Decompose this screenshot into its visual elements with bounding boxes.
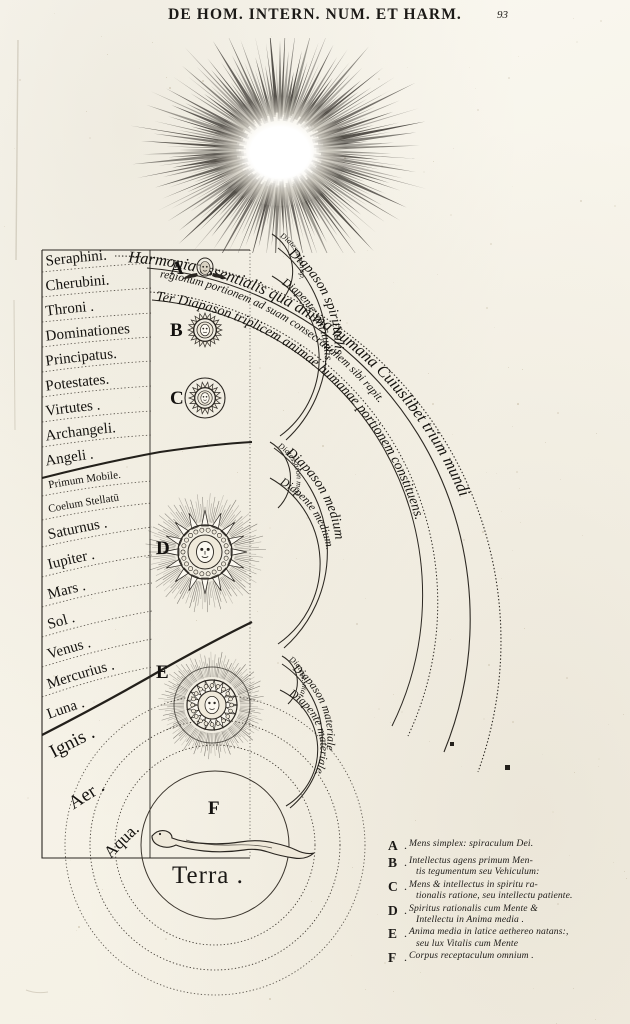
region-letter-f: F [208, 798, 220, 820]
legend-item: D . Spiritus rationalis cum Mente & Inte… [388, 903, 628, 926]
legend-key: D [388, 903, 404, 926]
legend: A . Mens simplex: spiraculum Dei. B . In… [388, 838, 628, 967]
legend-line-2: tis tegumentum seu Vehiculum: [409, 866, 539, 877]
legend-key: B [388, 855, 404, 878]
hierarchy-order-5: Potestates. [44, 372, 109, 395]
hierarchy-order-0: Seraphini. [45, 248, 108, 270]
region-letter-e: E [156, 662, 169, 684]
legend-line-2: Intellectu in Anima media . [409, 914, 538, 925]
sphere-1: Coelum Stellatū [47, 492, 120, 516]
legend-value: Spiritus rationalis cum Mente & Intellec… [409, 903, 538, 926]
sphere-5: Sol . [46, 610, 77, 633]
hierarchy-order-3: Dominationes [45, 321, 131, 345]
emblem-e-sun-face-icon [158, 652, 263, 759]
legend-line-1: Spiritus rationalis cum Mente & [409, 903, 538, 914]
sphere-3: Iupiter . [46, 547, 96, 573]
arc-node [450, 742, 454, 746]
legend-item: E . Anima media in latice aethereo natan… [388, 926, 628, 949]
legend-value: Corpus receptaculum omnium . [409, 950, 534, 966]
hierarchy-labels: Seraphini. Cherubini. Throni . Dominatio… [44, 248, 143, 862]
sphere-0: Primum Mobile. [47, 469, 121, 491]
hierarchy-order-2: Throni . [45, 299, 95, 320]
legend-key: A [388, 838, 404, 854]
legend-value: Intellectus agens primum Men- tis tegume… [409, 855, 539, 878]
sphere-7: Mercurius . [45, 658, 116, 693]
legend-value: Anima media in latice aethereo natans:, … [409, 926, 569, 949]
sphere-8: Luna . [45, 695, 87, 723]
legend-key: C [388, 879, 404, 902]
legend-line-1: Intellectus agens primum Men- [409, 855, 533, 866]
legend-value: Mens simplex: spiraculum Dei. [409, 838, 533, 854]
region-letter-b: B [170, 320, 183, 342]
legend-item: C . Mens & intellectus in spiritu ra- ti… [388, 879, 628, 902]
legend-item: B . Intellectus agens primum Men- tis te… [388, 855, 628, 878]
legend-line-1: Mens & intellectus in spiritu ra- [409, 879, 538, 890]
region-letter-d: D [156, 538, 170, 560]
sphere-4: Mars . [46, 578, 87, 603]
element-aer: Aer . [65, 776, 108, 814]
element-aqua: Aqua. [100, 819, 143, 862]
legend-line-2: seu lux Vitalis cum Mente [409, 938, 569, 949]
legend-item: F . Corpus receptaculum omnium . [388, 950, 628, 966]
legend-value: Mens & intellectus in spiritu ra- tional… [409, 879, 573, 902]
legend-key: F [388, 950, 404, 966]
legend-line-2: tionalis ratione, seu intellectu patient… [409, 890, 573, 901]
plate-wear [14, 40, 48, 993]
region-letter-c: C [170, 388, 184, 410]
region-letter-a: A [170, 258, 184, 280]
sphere-6: Venus . [45, 635, 92, 663]
emblem-f-recumbent-body-icon [152, 831, 314, 859]
element-terra-label: Terra . [172, 862, 244, 890]
legend-line-1: Corpus receptaculum omnium . [409, 950, 534, 961]
legend-key: E [388, 926, 404, 949]
emblem-c-radiant-face-icon [185, 378, 225, 418]
hierarchy-order-7: Archangeli. [44, 420, 116, 444]
sphere-2: Saturnus . [46, 515, 108, 543]
legend-item: A . Mens simplex: spiraculum Dei. [388, 838, 628, 854]
arc-node [505, 765, 510, 770]
legend-line-1: Mens simplex: spiraculum Dei. [409, 838, 533, 849]
hierarchy-order-4: Principatus. [44, 346, 117, 370]
hierarchy-order-6: Virtutes . [44, 397, 100, 419]
legend-line-1: Anima media in latice aethereo natans:, [409, 926, 569, 937]
emblem-b-radiant-face-icon [188, 313, 222, 347]
